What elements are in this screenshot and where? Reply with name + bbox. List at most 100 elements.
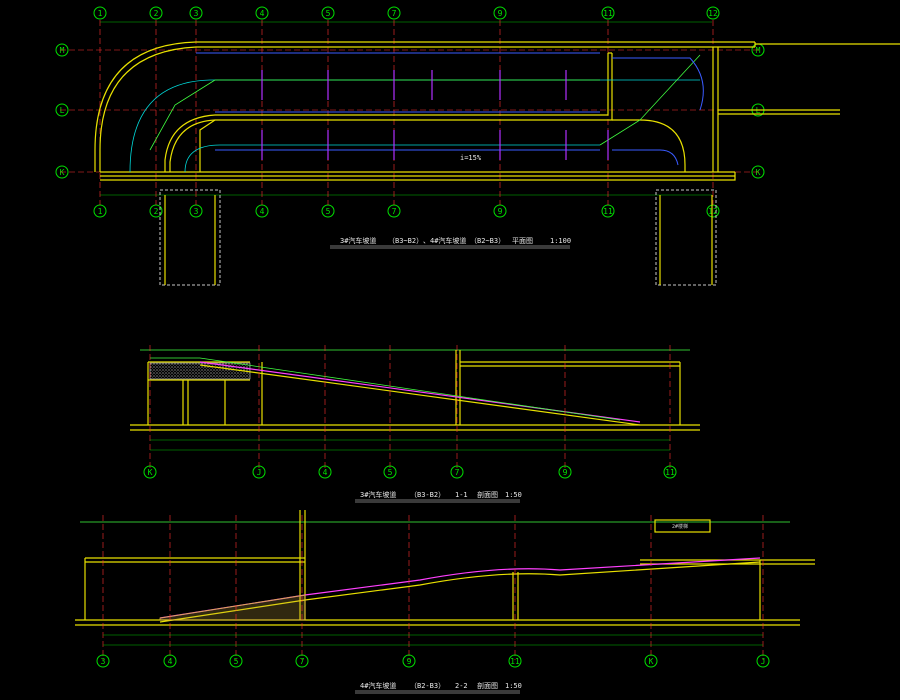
plan-top-axis-7-bubble xyxy=(601,6,615,20)
plan-bottom-axis-3-label: 4 xyxy=(260,207,265,216)
section-1-axis-4-bubble xyxy=(450,465,464,479)
section-2-title-part-1: 4#汽车坡道 xyxy=(360,681,396,690)
section-1-axis-0-label: K xyxy=(148,468,153,477)
section-2-axis-7-label: J xyxy=(761,657,766,666)
section-1-axis-4-label: 7 xyxy=(455,468,460,477)
section-2-axis-2-bubble xyxy=(229,654,243,668)
plan-bottom-axis-8-label: 12 xyxy=(708,207,718,216)
plan-row-axis-left-1-bubble xyxy=(55,103,69,117)
plan-top-axis-2-bubble xyxy=(189,6,203,20)
section-1-axes: K J 4 5 7 9 11 xyxy=(143,465,677,479)
section-2-box-label: 2#楼梯 xyxy=(672,523,688,530)
plan-top-axis-6-bubble xyxy=(493,6,507,20)
section-2-grid xyxy=(102,515,764,660)
plan-top-axis-4-bubble xyxy=(321,6,335,20)
section-2-2: 2#楼梯 3 4 5 7 9 11 K J 4#汽车坡道 xyxy=(75,510,815,694)
section-1-axis-3-label: 5 xyxy=(388,468,393,477)
section-2-axis-6-bubble xyxy=(644,654,658,668)
plan-bottom-axis-7-label: 11 xyxy=(603,207,613,216)
plan-grid-horizontal xyxy=(60,49,760,173)
section-1-axis-5-label: 9 xyxy=(563,468,568,477)
section-2-axis-0-bubble xyxy=(96,654,110,668)
section-1-axis-2-label: 4 xyxy=(323,468,328,477)
section-1-axis-0-bubble xyxy=(143,465,157,479)
section-2-axis-1-bubble xyxy=(163,654,177,668)
plan-title: 3#汽车坡道 （B3~B2） 、4#汽车坡道 （B2~B3） 平面图 1:100 xyxy=(330,236,571,249)
plan-row-axis-right-2-bubble xyxy=(751,165,765,179)
section-2-walls xyxy=(84,510,761,620)
plan-row-axis-left-0-label: M xyxy=(60,46,65,55)
section-2-axis-2-label: 5 xyxy=(234,657,239,666)
plan-ramp-slope-label: i=15% xyxy=(460,154,482,162)
section-2-axis-3-bubble xyxy=(295,654,309,668)
plan-top-axis-3-bubble xyxy=(255,6,269,20)
section-2-title-part-2: （B2-B3） xyxy=(410,682,445,690)
plan-top-axis-1-bubble xyxy=(149,6,163,20)
plan-top-axis-2-label: 3 xyxy=(194,9,199,18)
plan-bottom-axis-5-label: 7 xyxy=(392,207,397,216)
plan-row-axis-right-2-label: K xyxy=(756,168,761,177)
plan-outer-walls xyxy=(94,41,756,177)
plan-top-axis-4-label: 5 xyxy=(326,9,331,18)
section-2-axis-3-label: 7 xyxy=(300,657,305,666)
plan-top-axis-5-label: 7 xyxy=(392,9,397,18)
section-2-axis-6-label: K xyxy=(649,657,654,666)
section-1-axis-6-bubble xyxy=(663,465,677,479)
section-2-box xyxy=(654,519,711,533)
plan-row-axis-left-1-label: L xyxy=(60,106,65,115)
plan-top-axis-6-label: 9 xyxy=(498,9,503,18)
plan-row-axis-left-2-bubble xyxy=(55,165,69,179)
section-1-axis-5-bubble xyxy=(558,465,572,479)
plan-right-extension xyxy=(718,43,900,115)
section-1-axis-1-bubble xyxy=(252,465,266,479)
section-2-axis-4-bubble xyxy=(402,654,416,668)
section-1-axis-3-bubble xyxy=(383,465,397,479)
plan-title-part-3: 、4#汽车坡道 xyxy=(423,236,466,245)
section-2-axis-5-bubble xyxy=(508,654,522,668)
section-1-title-part-3: 1-1 xyxy=(455,491,468,499)
plan-bottom-axis-2-label: 3 xyxy=(194,207,199,216)
section-1-1: K J 4 5 7 9 11 3#汽车坡道 （B3-B2） 1-1 剖面图 1:50 xyxy=(130,345,700,503)
section-2-axes: 3 4 5 7 9 11 K J xyxy=(96,654,770,668)
section-1-title-part-4: 剖面图 xyxy=(477,490,498,499)
section-2-axis-4-label: 9 xyxy=(407,657,412,666)
section-1-axis-2-bubble xyxy=(318,465,332,479)
section-2-title-part-4: 剖面图 xyxy=(477,681,498,690)
plan-top-axis-8-bubble xyxy=(706,6,720,20)
plan-bottom-axis-6-label: 9 xyxy=(498,207,503,216)
plan-top-axis-8-label: 12 xyxy=(708,9,718,18)
plan-inner-island xyxy=(164,52,686,172)
section-1-grid xyxy=(149,345,671,470)
plan-title-part-1: 3#汽车坡道 xyxy=(340,236,376,245)
section-2-axis-0-label: 3 xyxy=(101,657,106,666)
plan-lower-shafts xyxy=(100,172,736,286)
section-1-title: 3#汽车坡道 （B3-B2） 1-1 剖面图 1:50 xyxy=(355,490,522,503)
plan-top-axis-7-label: 11 xyxy=(603,9,613,18)
section-1-axis-6-label: 11 xyxy=(665,468,675,477)
section-2-title: 4#汽车坡道 （B2-B3） 2-2 剖面图 1:50 xyxy=(355,681,522,694)
plan-top-axis-5-bubble xyxy=(387,6,401,20)
section-1-title-part-2: （B3-B2） xyxy=(410,491,445,499)
plan-pillars xyxy=(261,70,609,160)
plan-bottom-axis-0-label: 1 xyxy=(98,207,103,216)
section-2-axis-5-label: 11 xyxy=(510,657,520,666)
plan-title-part-2: （B3~B2） xyxy=(388,237,423,245)
plan-top-axis-0-label: 1 xyxy=(98,9,103,18)
section-1-axis-1-label: J xyxy=(257,468,262,477)
section-1-walls xyxy=(147,350,681,425)
plan-title-scale: 1:100 xyxy=(550,237,571,245)
plan-row-axis-left-2-label: K xyxy=(60,168,65,177)
plan-top-axis-0-bubble xyxy=(93,6,107,20)
section-2-axis-7-bubble xyxy=(756,654,770,668)
plan-row-axis-left-0-bubble xyxy=(55,43,69,57)
section-2-title-part-3: 2-2 xyxy=(455,682,468,690)
plan-top-axis-3-label: 4 xyxy=(260,9,265,18)
section-1-title-part-1: 3#汽车坡道 xyxy=(360,490,396,499)
plan-title-part-5: 平面图 xyxy=(512,237,533,245)
section-2-axis-1-label: 4 xyxy=(168,657,173,666)
